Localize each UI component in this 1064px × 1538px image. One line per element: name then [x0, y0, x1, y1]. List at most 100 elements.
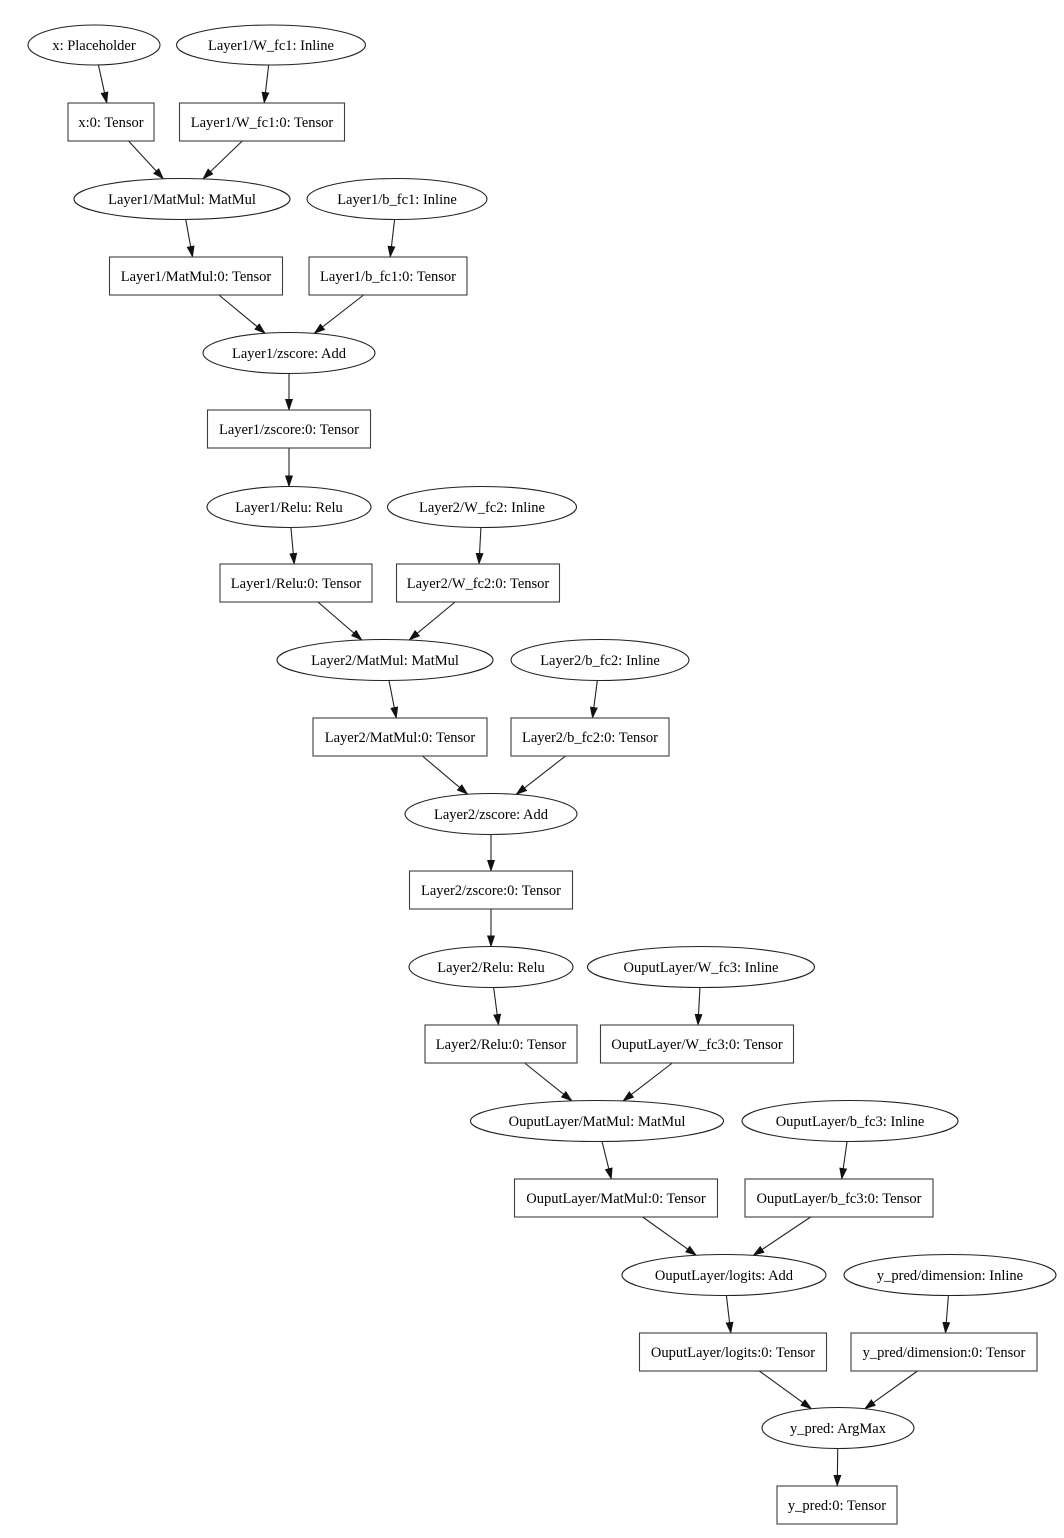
op-ellipse-w-fc3	[586, 945, 816, 989]
op-ellipse-y-pred	[761, 1406, 915, 1450]
node-label-b-fc1-0: Layer1/b_fc1:0: Tensor	[320, 269, 456, 285]
node-out-matmul: OuputLayer/MatMul: MatMul	[469, 1099, 725, 1143]
edge-logits-to-logits-0	[725, 1295, 734, 1334]
op-ellipse-dimension	[843, 1253, 1057, 1297]
edge-w-fc3-0-to-out-matmul	[622, 1062, 673, 1102]
op-ellipse-l1-zscore	[202, 331, 376, 375]
op-ellipse-l1-relu	[206, 485, 372, 529]
node-label-w-fc2: Layer2/W_fc2: Inline	[419, 500, 545, 516]
edge-b-fc3-0-to-logits	[752, 1216, 811, 1256]
tensor-box-l1-relu-0	[219, 563, 373, 603]
edge-dimension-to-dimension-0	[942, 1295, 951, 1334]
node-x: x: Placeholder	[27, 24, 161, 66]
node-l1-zscore: Layer1/zscore: Add	[202, 331, 376, 375]
node-b-fc3-0: OuputLayer/b_fc3:0: Tensor	[744, 1178, 934, 1218]
node-l1-zscore-0: Layer1/zscore:0: Tensor	[206, 409, 372, 449]
edge-b-fc2-0-to-l2-zscore	[515, 755, 566, 796]
op-ellipse-out-matmul	[469, 1099, 725, 1143]
tensor-box-b-fc1-0	[308, 256, 468, 296]
node-label-l1-zscore: Layer1/zscore: Add	[232, 346, 347, 362]
edge-w-fc1-to-w-fc1-0	[261, 64, 270, 104]
node-b-fc1-0: Layer1/b_fc1:0: Tensor	[308, 256, 468, 296]
node-l2-matmul-0: Layer2/MatMul:0: Tensor	[312, 717, 488, 757]
op-ellipse-b-fc1	[306, 177, 488, 221]
op-ellipse-b-fc2	[510, 638, 690, 682]
edge-out-matmul-to-out-matmul-0	[601, 1141, 613, 1180]
tensor-box-l2-zscore-0	[408, 870, 574, 910]
node-label-w-fc2-0: Layer2/W_fc2:0: Tensor	[407, 576, 550, 592]
node-label-b-fc2: Layer2/b_fc2: Inline	[540, 653, 660, 669]
tensor-box-b-fc2-0	[510, 717, 670, 757]
node-l1-matmul: Layer1/MatMul: MatMul	[73, 177, 291, 221]
edge-l2-matmul-0-to-l2-zscore	[422, 755, 469, 795]
node-dimension-0: y_pred/dimension:0: Tensor	[850, 1332, 1038, 1372]
node-label-x: x: Placeholder	[52, 38, 136, 54]
node-label-y-pred-0: y_pred:0: Tensor	[788, 1498, 886, 1514]
node-w-fc3: OuputLayer/W_fc3: Inline	[586, 945, 816, 989]
node-label-logits-0: OuputLayer/logits:0: Tensor	[651, 1345, 815, 1361]
node-label-l1-zscore-0: Layer1/zscore:0: Tensor	[219, 422, 359, 438]
tensor-box-y-pred-0	[776, 1485, 898, 1525]
tensor-box-l2-relu-0	[424, 1024, 578, 1064]
edges-layer	[97, 64, 951, 1487]
node-label-w-fc3-0: OuputLayer/W_fc3:0: Tensor	[611, 1037, 783, 1053]
node-label-w-fc3: OuputLayer/W_fc3: Inline	[623, 960, 778, 976]
edge-l1-matmul-to-l1-matmul-0	[185, 219, 195, 258]
edge-l1-matmul-0-to-l1-zscore	[218, 294, 266, 334]
node-label-l2-matmul: Layer2/MatMul: MatMul	[311, 653, 459, 669]
node-label-b-fc3: OuputLayer/b_fc3: Inline	[776, 1114, 925, 1130]
node-l1-matmul-0: Layer1/MatMul:0: Tensor	[108, 256, 284, 296]
tensor-box-w-fc2-0	[395, 563, 561, 603]
edge-logits-0-to-y-pred	[758, 1370, 813, 1410]
node-l2-zscore-0: Layer2/zscore:0: Tensor	[408, 870, 574, 910]
op-ellipse-l2-relu	[408, 945, 574, 989]
node-label-w-fc1: Layer1/W_fc1: Inline	[208, 38, 334, 54]
node-l1-relu: Layer1/Relu: Relu	[206, 485, 372, 529]
node-logits-0: OuputLayer/logits:0: Tensor	[638, 1332, 828, 1372]
tensor-box-l1-matmul-0	[108, 256, 284, 296]
tensor-box-b-fc3-0	[744, 1178, 934, 1218]
node-label-dimension: y_pred/dimension: Inline	[877, 1268, 1023, 1284]
edge-b-fc2-to-b-fc2-0	[589, 680, 598, 719]
node-y-pred: y_pred: ArgMax	[761, 1406, 915, 1450]
edge-x-to-x-0	[97, 64, 109, 104]
node-label-y-pred: y_pred: ArgMax	[790, 1421, 887, 1437]
edge-x-0-to-l1-matmul	[128, 140, 165, 180]
edge-w-fc2-0-to-l2-matmul	[408, 601, 456, 641]
node-label-logits: OuputLayer/logits: Add	[655, 1268, 794, 1284]
node-l2-relu: Layer2/Relu: Relu	[408, 945, 574, 989]
edge-w-fc1-0-to-l1-matmul	[202, 140, 243, 180]
node-b-fc3: OuputLayer/b_fc3: Inline	[741, 1099, 959, 1143]
tensor-box-w-fc3-0	[599, 1024, 795, 1064]
node-x-0: x:0: Tensor	[67, 102, 155, 142]
op-ellipse-logits	[621, 1253, 827, 1297]
node-l1-relu-0: Layer1/Relu:0: Tensor	[219, 563, 373, 603]
node-b-fc2-0: Layer2/b_fc2:0: Tensor	[510, 717, 670, 757]
node-label-b-fc1: Layer1/b_fc1: Inline	[337, 192, 457, 208]
node-w-fc1: Layer1/W_fc1: Inline	[175, 24, 367, 66]
node-label-x-0: x:0: Tensor	[78, 115, 143, 131]
op-ellipse-x	[27, 24, 161, 66]
tensor-box-x-0	[67, 102, 155, 142]
node-l2-zscore: Layer2/zscore: Add	[404, 792, 578, 836]
node-label-l1-matmul-0: Layer1/MatMul:0: Tensor	[121, 269, 272, 285]
op-ellipse-l2-matmul	[276, 638, 494, 682]
edge-w-fc3-to-w-fc3-0	[694, 987, 703, 1026]
node-label-l2-zscore-0: Layer2/zscore:0: Tensor	[421, 883, 561, 899]
edge-l2-matmul-to-l2-matmul-0	[388, 680, 399, 719]
node-w-fc1-0: Layer1/W_fc1:0: Tensor	[178, 102, 346, 142]
node-label-out-matmul: OuputLayer/MatMul: MatMul	[509, 1114, 686, 1130]
node-label-b-fc2-0: Layer2/b_fc2:0: Tensor	[522, 730, 658, 746]
op-ellipse-l1-matmul	[73, 177, 291, 221]
node-dimension: y_pred/dimension: Inline	[843, 1253, 1057, 1297]
edge-l1-relu-to-l1-relu-0	[289, 527, 298, 565]
node-label-l1-matmul: Layer1/MatMul: MatMul	[108, 192, 256, 208]
edge-b-fc1-to-b-fc1-0	[387, 219, 396, 258]
edge-l1-relu-0-to-l2-matmul	[317, 601, 363, 641]
node-w-fc3-0: OuputLayer/W_fc3:0: Tensor	[599, 1024, 795, 1064]
node-label-out-matmul-0: OuputLayer/MatMul:0: Tensor	[526, 1191, 706, 1207]
edge-b-fc1-0-to-l1-zscore	[313, 294, 364, 335]
edge-l2-relu-to-l2-relu-0	[493, 987, 502, 1026]
tensor-box-logits-0	[638, 1332, 828, 1372]
